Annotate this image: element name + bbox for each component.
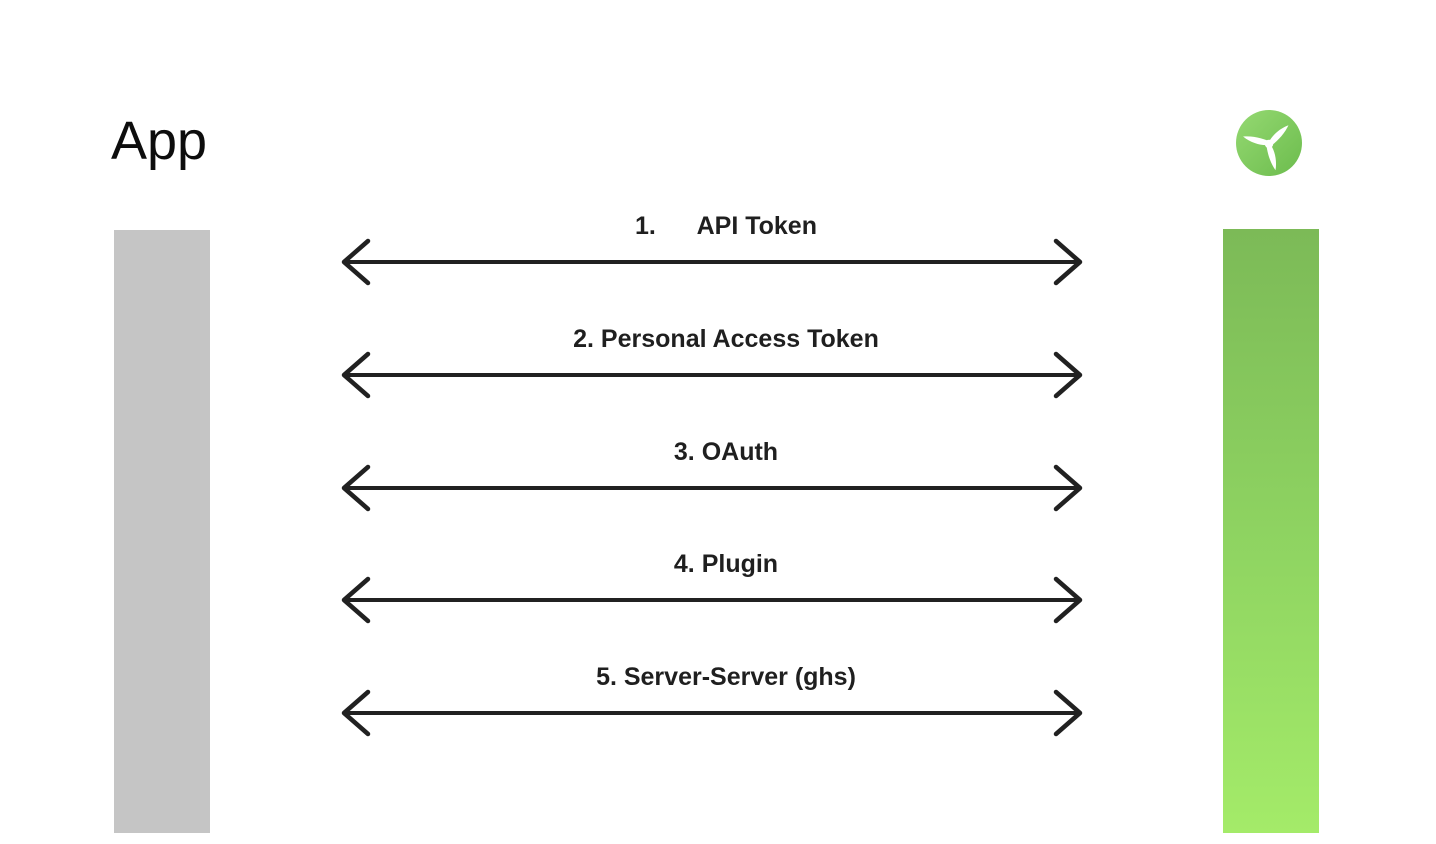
bidirectional-arrow	[341, 238, 1083, 286]
service-lifeline-bar	[1223, 229, 1319, 833]
bidirectional-arrow	[341, 689, 1083, 737]
connection-label: 5. Server-Server (ghs)	[596, 663, 856, 691]
bidirectional-arrow	[341, 351, 1083, 399]
connection-row: 1. API Token	[337, 212, 1087, 292]
connection-row: 4. Plugin	[337, 550, 1087, 630]
app-lifeline-bar	[114, 230, 210, 833]
connection-label: 3. OAuth	[673, 438, 779, 466]
connection-row: 5. Server-Server (ghs)	[337, 663, 1087, 743]
bidirectional-arrow	[341, 464, 1083, 512]
bidirectional-arrow	[341, 576, 1083, 624]
connection-row: 3. OAuth	[337, 438, 1087, 518]
propeller-logo	[1236, 110, 1302, 176]
connection-label: 2. Personal Access Token	[573, 325, 879, 353]
connection-label: 1. API Token	[635, 212, 817, 240]
connection-row: 2. Personal Access Token	[337, 325, 1087, 405]
connection-label: 4. Plugin	[673, 550, 779, 578]
app-title: App	[111, 111, 208, 171]
propeller-icon	[1236, 110, 1302, 176]
